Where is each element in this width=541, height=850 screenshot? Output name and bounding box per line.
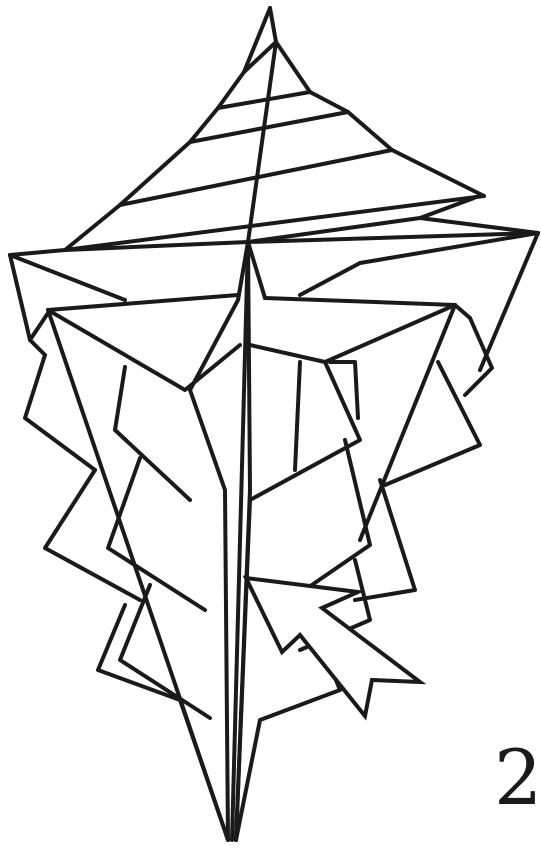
- left-flaps: [25, 355, 228, 840]
- upper-tip-flap: [65, 8, 484, 250]
- push-arrow: [246, 578, 420, 716]
- front-layer: [48, 295, 492, 840]
- step-number: 2: [494, 740, 541, 816]
